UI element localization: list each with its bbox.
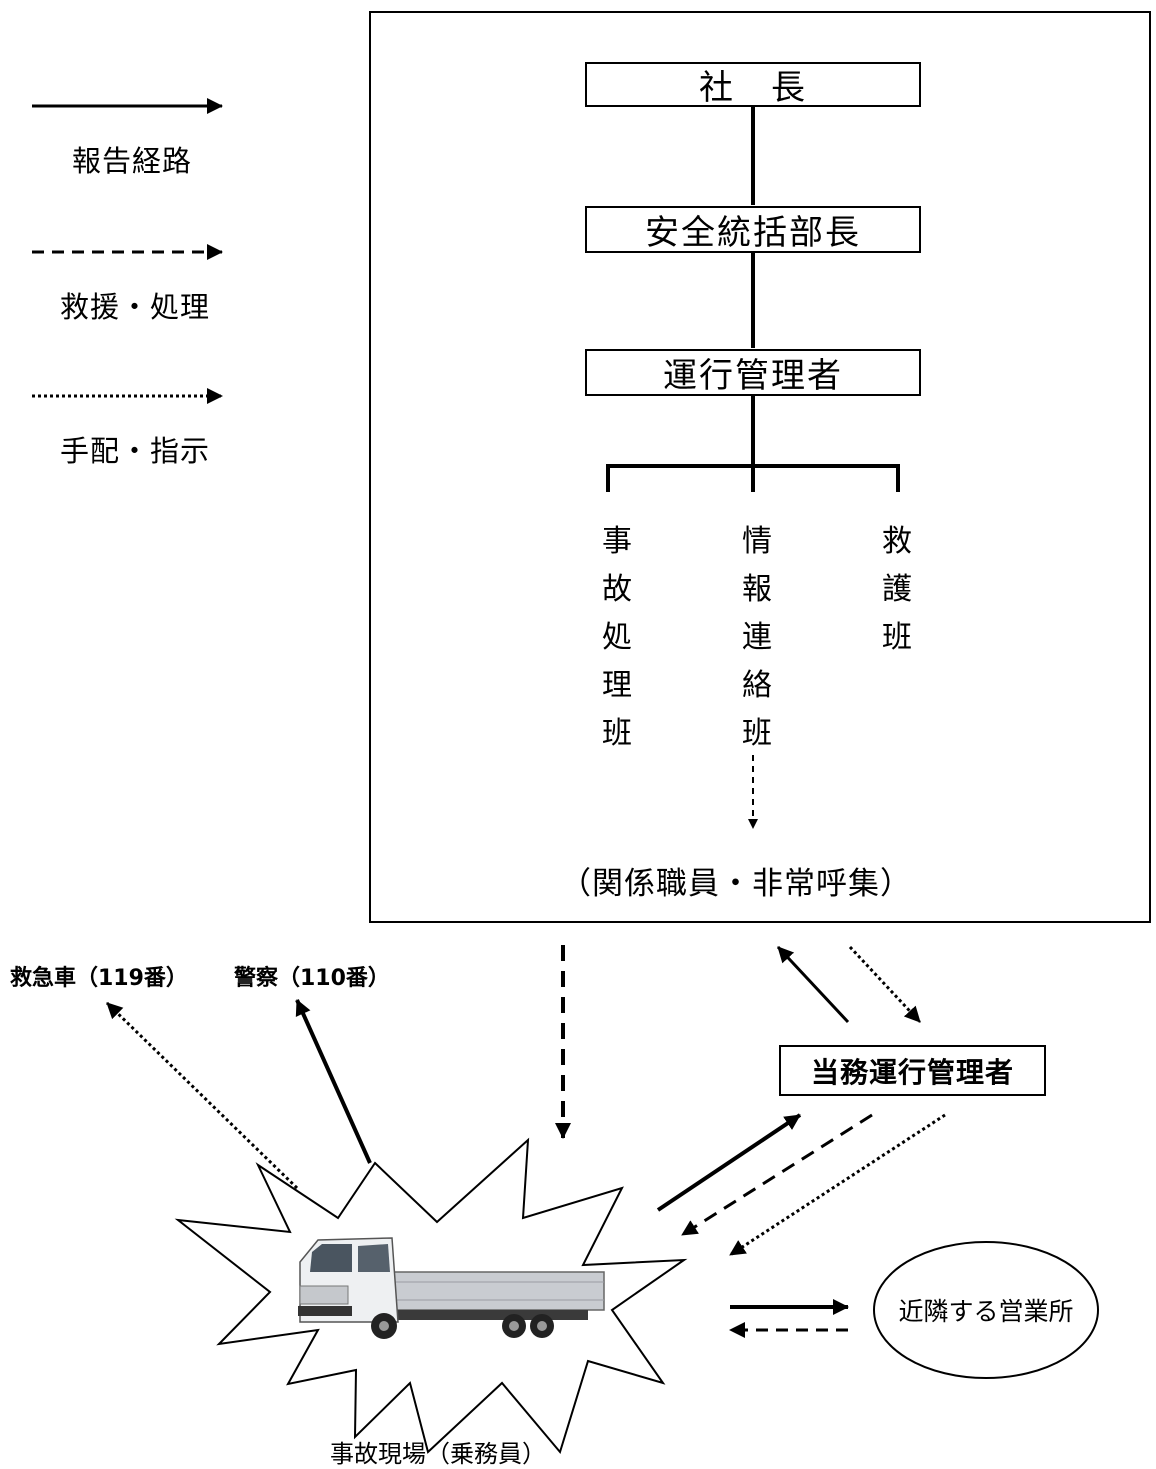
accident-site-label: 事故現場（乗務員） [330,1440,546,1468]
org-frame [369,11,1151,923]
duty-to-site-rescue-arrow [681,1113,873,1237]
legend-report-label: 報告経路 [72,144,193,178]
info-team-label: 情報連絡班 [742,524,772,751]
staff-call-label: （関係職員・非常呼集） [560,866,912,902]
nearby-office-label: 近隣する営業所 [898,1297,1074,1326]
rescue-team-label: 救護班 [882,524,912,655]
accident-team-label: 事故処理班 [602,524,632,751]
truck-image [298,1237,605,1339]
legend-dispatch-label: 手配・指示 [60,434,211,468]
police-label: 警察（110番） [234,966,390,991]
operations-manager-box: 運行管理者 [585,349,921,396]
legend-rescue-label: 救援・処理 [60,290,211,324]
president-box: 社 長 [585,62,921,108]
site-to-duty-arrow [656,1113,802,1212]
duty-manager-box: 当務運行管理者 [779,1045,1046,1096]
site-to-ambulance-arrow [105,1001,299,1190]
duty-to-site-dispatch-arrow [729,1113,946,1257]
duty-to-hq-arrow [776,945,850,1024]
hq-to-duty-arrow [848,945,922,1024]
site-to-police-arrow [295,999,372,1164]
nearby-office-ellipse [873,1241,1099,1379]
ambulance-label: 救急車（119番） [10,966,188,991]
safety-head-box: 安全統括部長 [585,206,921,253]
